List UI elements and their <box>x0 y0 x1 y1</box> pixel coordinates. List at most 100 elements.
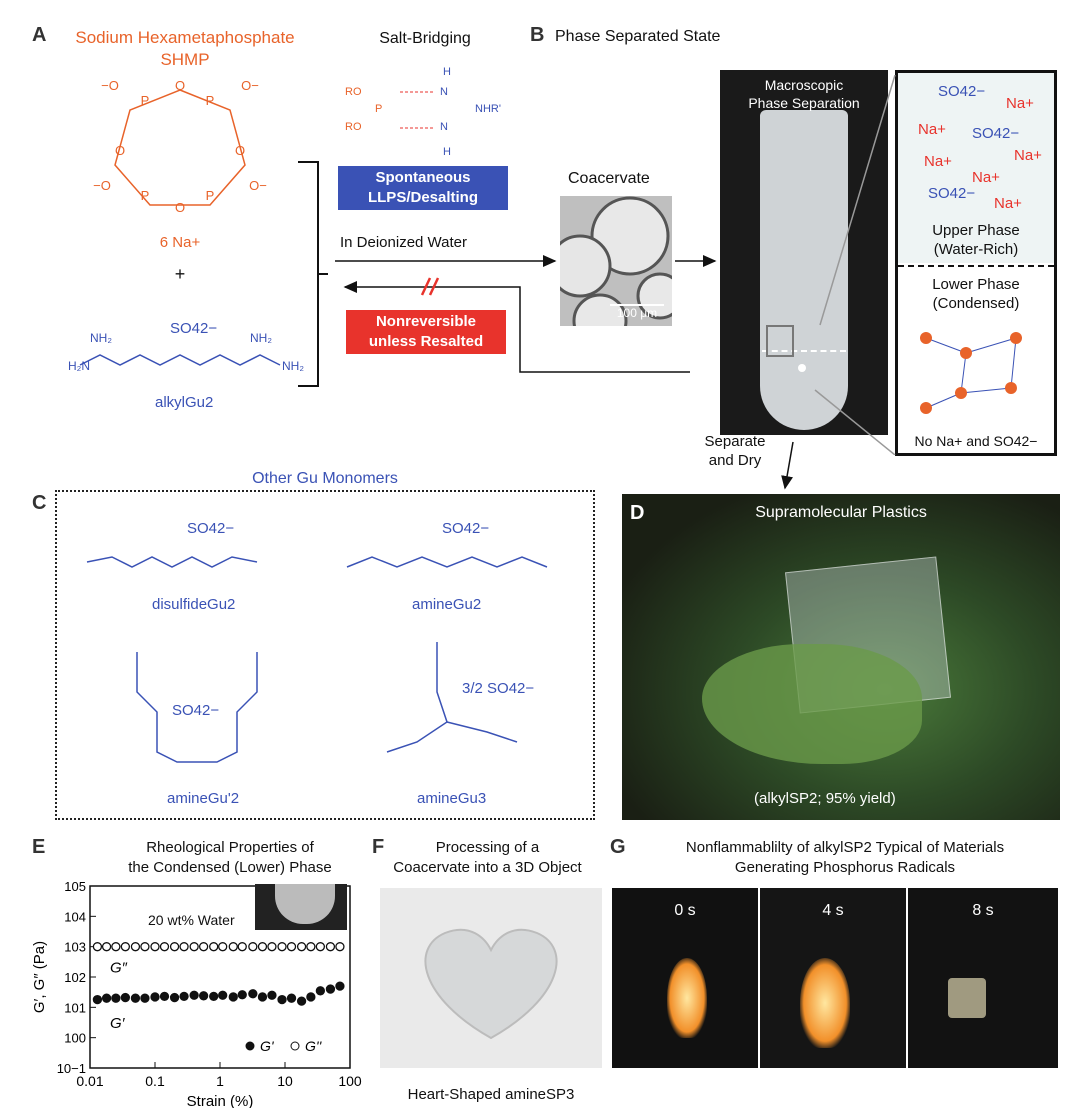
g-double-prime-point <box>218 942 228 952</box>
g-prime-point <box>248 989 258 999</box>
g-prime-point <box>218 990 228 1000</box>
x-tick-label: 0.01 <box>76 1073 103 1089</box>
g-prime-point <box>306 992 316 1002</box>
zoom-guide-lines <box>814 75 896 455</box>
ion-9: Na+ <box>994 195 1022 212</box>
panel-e-title: Rheological Properties of the Condensed … <box>90 838 370 878</box>
g-prime-point <box>267 990 277 1000</box>
g-prime-label: G′ <box>110 1015 126 1032</box>
process-arrows <box>335 255 717 373</box>
upper-phase-label: Upper Phase (Water-Rich) <box>898 221 1054 259</box>
separate-dry-label: Separate and Dry <box>700 432 770 470</box>
svg-text:RO: RO <box>345 86 362 98</box>
svg-text:P: P <box>206 93 215 108</box>
g-double-prime-point <box>150 942 160 952</box>
g-double-prime-point <box>237 942 247 952</box>
g-double-prime-point <box>325 942 336 952</box>
g-double-prime-point <box>130 942 141 952</box>
flame-photo-0s: 0 s <box>612 888 758 1068</box>
ion-8: SO42− <box>928 185 976 202</box>
svg-text:H₂N: H₂N <box>68 359 90 373</box>
salt-bridging-title: Salt-Bridging <box>379 30 471 47</box>
panel-g-title-2: Generating Phosphorus Radicals <box>734 859 956 876</box>
x-tick-label: 10 <box>277 1073 293 1089</box>
g-prime-point <box>315 986 326 996</box>
panel-d-caption: (alkylSP2; 95% yield) <box>754 790 896 807</box>
legend-g-double-prime: G'' <box>305 1038 323 1054</box>
panel-e-title-1: Rheological Properties of <box>146 839 314 856</box>
svg-text:O−: O− <box>241 78 259 93</box>
panel-label-g: G <box>610 836 626 858</box>
panel-b-title: Phase Separated State <box>555 28 721 45</box>
g-prime-point <box>286 993 297 1003</box>
g-double-prime-point <box>140 942 150 952</box>
amine-gu2prime-anion: SO42− <box>172 702 220 719</box>
g-double-prime-point <box>277 942 287 952</box>
svg-text:−O: −O <box>101 78 119 93</box>
panel-g-title: Nonflammablilty of alkylSP2 Typical of M… <box>625 838 1065 878</box>
nonreversible-box: Nonreversible unless Resalted <box>346 310 506 354</box>
plus-sign: + <box>174 264 186 284</box>
coacervate-micrograph: 100 μm <box>560 196 672 326</box>
g-double-prime-point <box>92 942 103 952</box>
x-axis-label: Strain (%) <box>187 1093 254 1108</box>
y-tick-label: 102 <box>64 970 86 985</box>
ion-3: Na+ <box>918 121 946 138</box>
g-prime-point <box>101 993 112 1003</box>
time-8s: 8 s <box>972 902 994 919</box>
lower-line1: Lower Phase <box>932 276 1020 293</box>
panel-label-c: C <box>32 492 47 514</box>
shmp-title-1: Sodium Hexametaphosphate <box>75 28 295 47</box>
plastic-photo: D Supramolecular Plastics (alkylSP2; 95%… <box>622 494 1060 820</box>
g-prime-point <box>296 996 307 1006</box>
panel-f-title-2: Coacervate into a 3D Object <box>393 859 582 876</box>
svg-text:−O: −O <box>93 178 111 193</box>
ion-7: Na+ <box>972 169 1000 186</box>
panel-f-title: Processing of a Coacervate into a 3D Obj… <box>385 838 590 878</box>
reagent-bracket <box>298 161 328 387</box>
svg-text:NH₂: NH₂ <box>250 331 272 345</box>
g-double-prime-point <box>111 942 121 952</box>
panel-c-title: Other Gu Monomers <box>252 470 398 487</box>
heart-photo <box>380 888 602 1068</box>
svg-text:O: O <box>175 78 185 93</box>
x-tick-label: 1 <box>216 1073 224 1089</box>
g-prime-point <box>150 992 160 1002</box>
x-tick-label: 100 <box>338 1073 362 1089</box>
svg-text:P: P <box>141 93 150 108</box>
ion-6: Na+ <box>1014 147 1042 164</box>
no-ions-label: No Na+ and SO42− <box>914 433 1038 449</box>
x-tick-label: 0.1 <box>145 1073 165 1089</box>
flame-photo-8s: 8 s <box>908 888 1058 1068</box>
g-prime-point <box>237 990 247 1000</box>
nonreversible-line1: Nonreversible <box>375 313 477 330</box>
ion-4: SO42− <box>972 125 1020 142</box>
svg-text:NH₂: NH₂ <box>282 359 304 373</box>
g-double-prime-point <box>179 942 189 952</box>
panel-f-caption: Heart-Shaped amineSP3 <box>407 1086 575 1103</box>
y-axis-label: G′, G″ (Pa) <box>31 941 48 1013</box>
g-double-prime-point <box>315 942 326 952</box>
shmp-title-2: SHMP <box>160 50 210 69</box>
y-tick-label: 101 <box>64 1000 86 1015</box>
svg-text:O: O <box>175 200 185 215</box>
amine-gu3-anion: 3/2 SO42− <box>462 680 535 697</box>
g-double-prime-point <box>286 942 297 952</box>
ion-2: Na+ <box>1006 95 1034 112</box>
g-double-prime-point <box>209 942 219 952</box>
g-double-prime-point <box>120 942 131 952</box>
amine-gu3-structure <box>386 642 518 753</box>
g-prime-point <box>169 992 180 1003</box>
y-tick-label: 103 <box>64 940 86 955</box>
scale-bar: 100 μm <box>610 304 664 322</box>
panel-d-title: Supramolecular Plastics <box>755 504 927 521</box>
y-tick-label: 105 <box>64 879 86 894</box>
deionized-label: In Deionized Water <box>340 234 468 251</box>
g-double-prime-point <box>228 942 238 952</box>
inset-label: 20 wt% Water <box>148 912 235 928</box>
svg-text:N: N <box>440 121 448 133</box>
svg-text:RO: RO <box>345 121 362 133</box>
upper-line1: Upper Phase <box>932 222 1020 239</box>
g-double-prime-point <box>248 942 258 952</box>
